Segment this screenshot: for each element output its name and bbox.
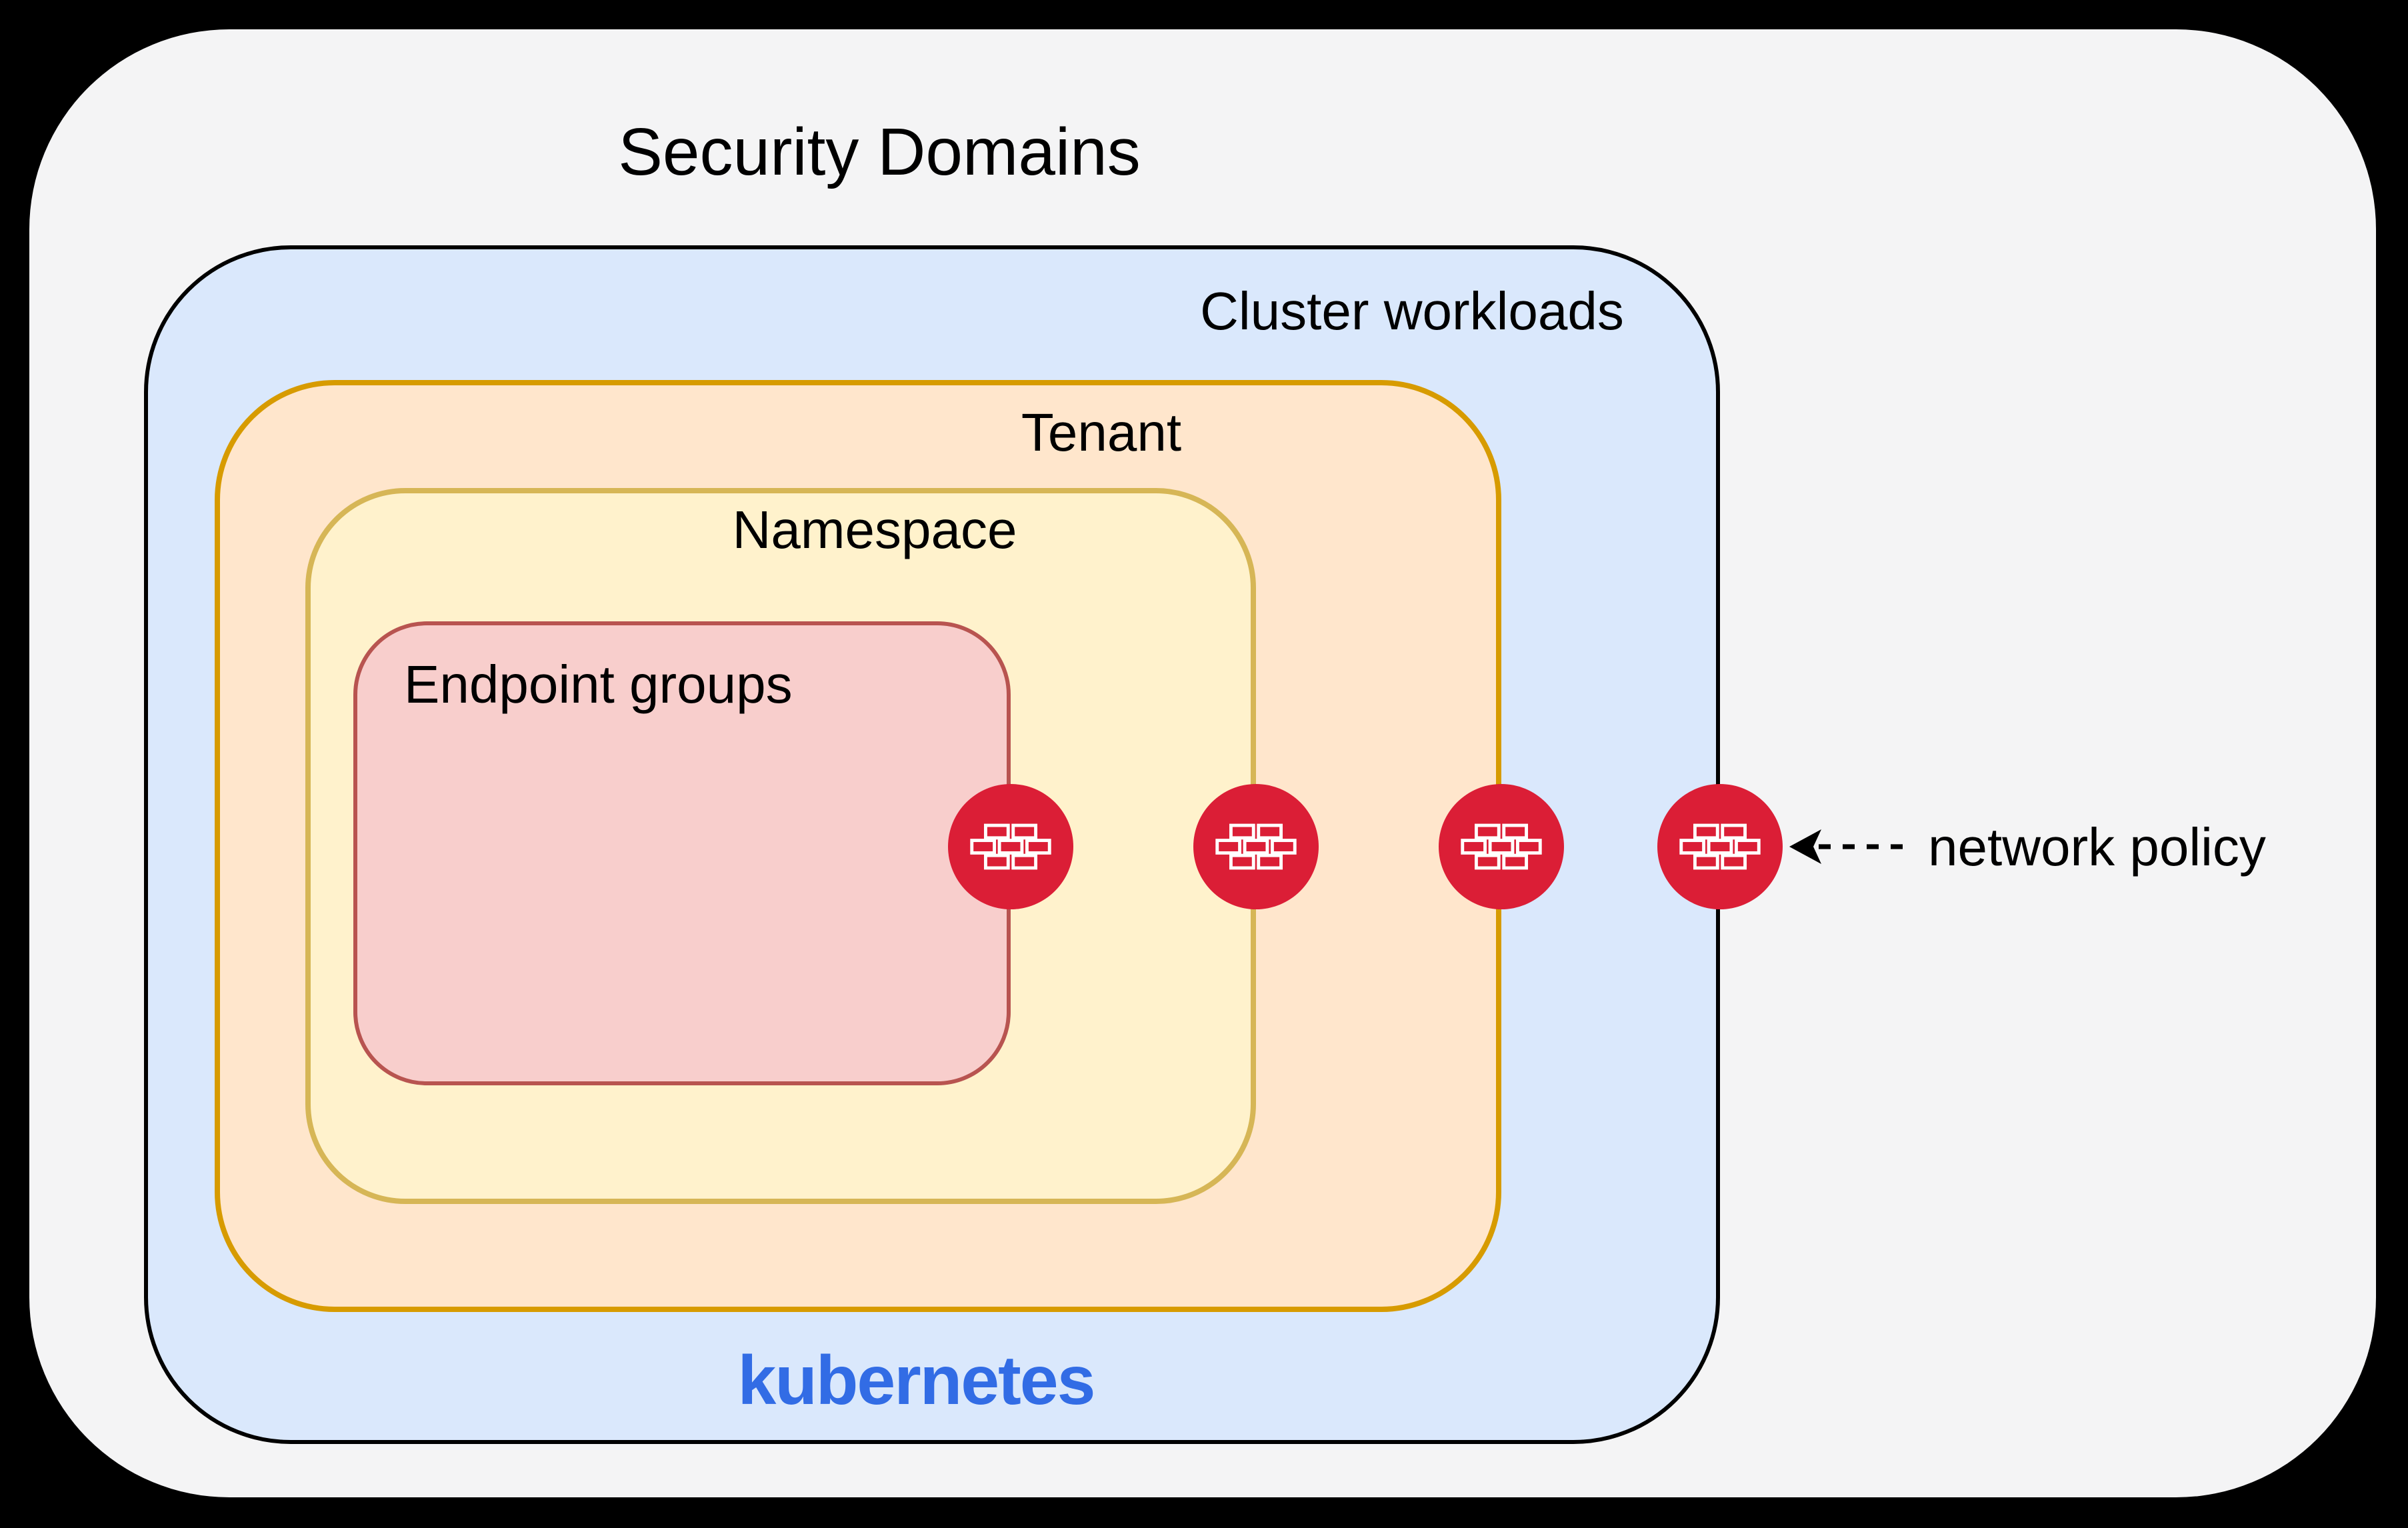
cluster-workloads-label: Cluster workloads [1200,283,1624,341]
network-policy-point-endpoint-boundary [948,784,1073,909]
endpoint-groups-box [353,621,1011,1085]
network-policy-point-tenant-boundary [1439,784,1564,909]
network-policy-point-cluster-boundary [1657,784,1783,909]
endpoint-groups-label: Endpoint groups [404,656,793,715]
page-title: Security Domains [618,115,1141,189]
network-policy-point-namespace-boundary [1193,784,1319,909]
network-policy-label: network policy [1928,819,2266,877]
firewall-icon [970,823,1051,870]
firewall-icon [1679,823,1761,870]
namespace-label: Namespace [732,501,1017,560]
dashed-arrow-left-icon [1789,829,1907,864]
tenant-label: Tenant [1021,404,1182,463]
security-domains-diagram: Security Domains Cluster workloads Tenan… [29,29,2376,1497]
firewall-icon [1215,823,1297,870]
firewall-icon [1461,823,1542,870]
kubernetes-wordmark: kubernetes [737,1343,1096,1420]
